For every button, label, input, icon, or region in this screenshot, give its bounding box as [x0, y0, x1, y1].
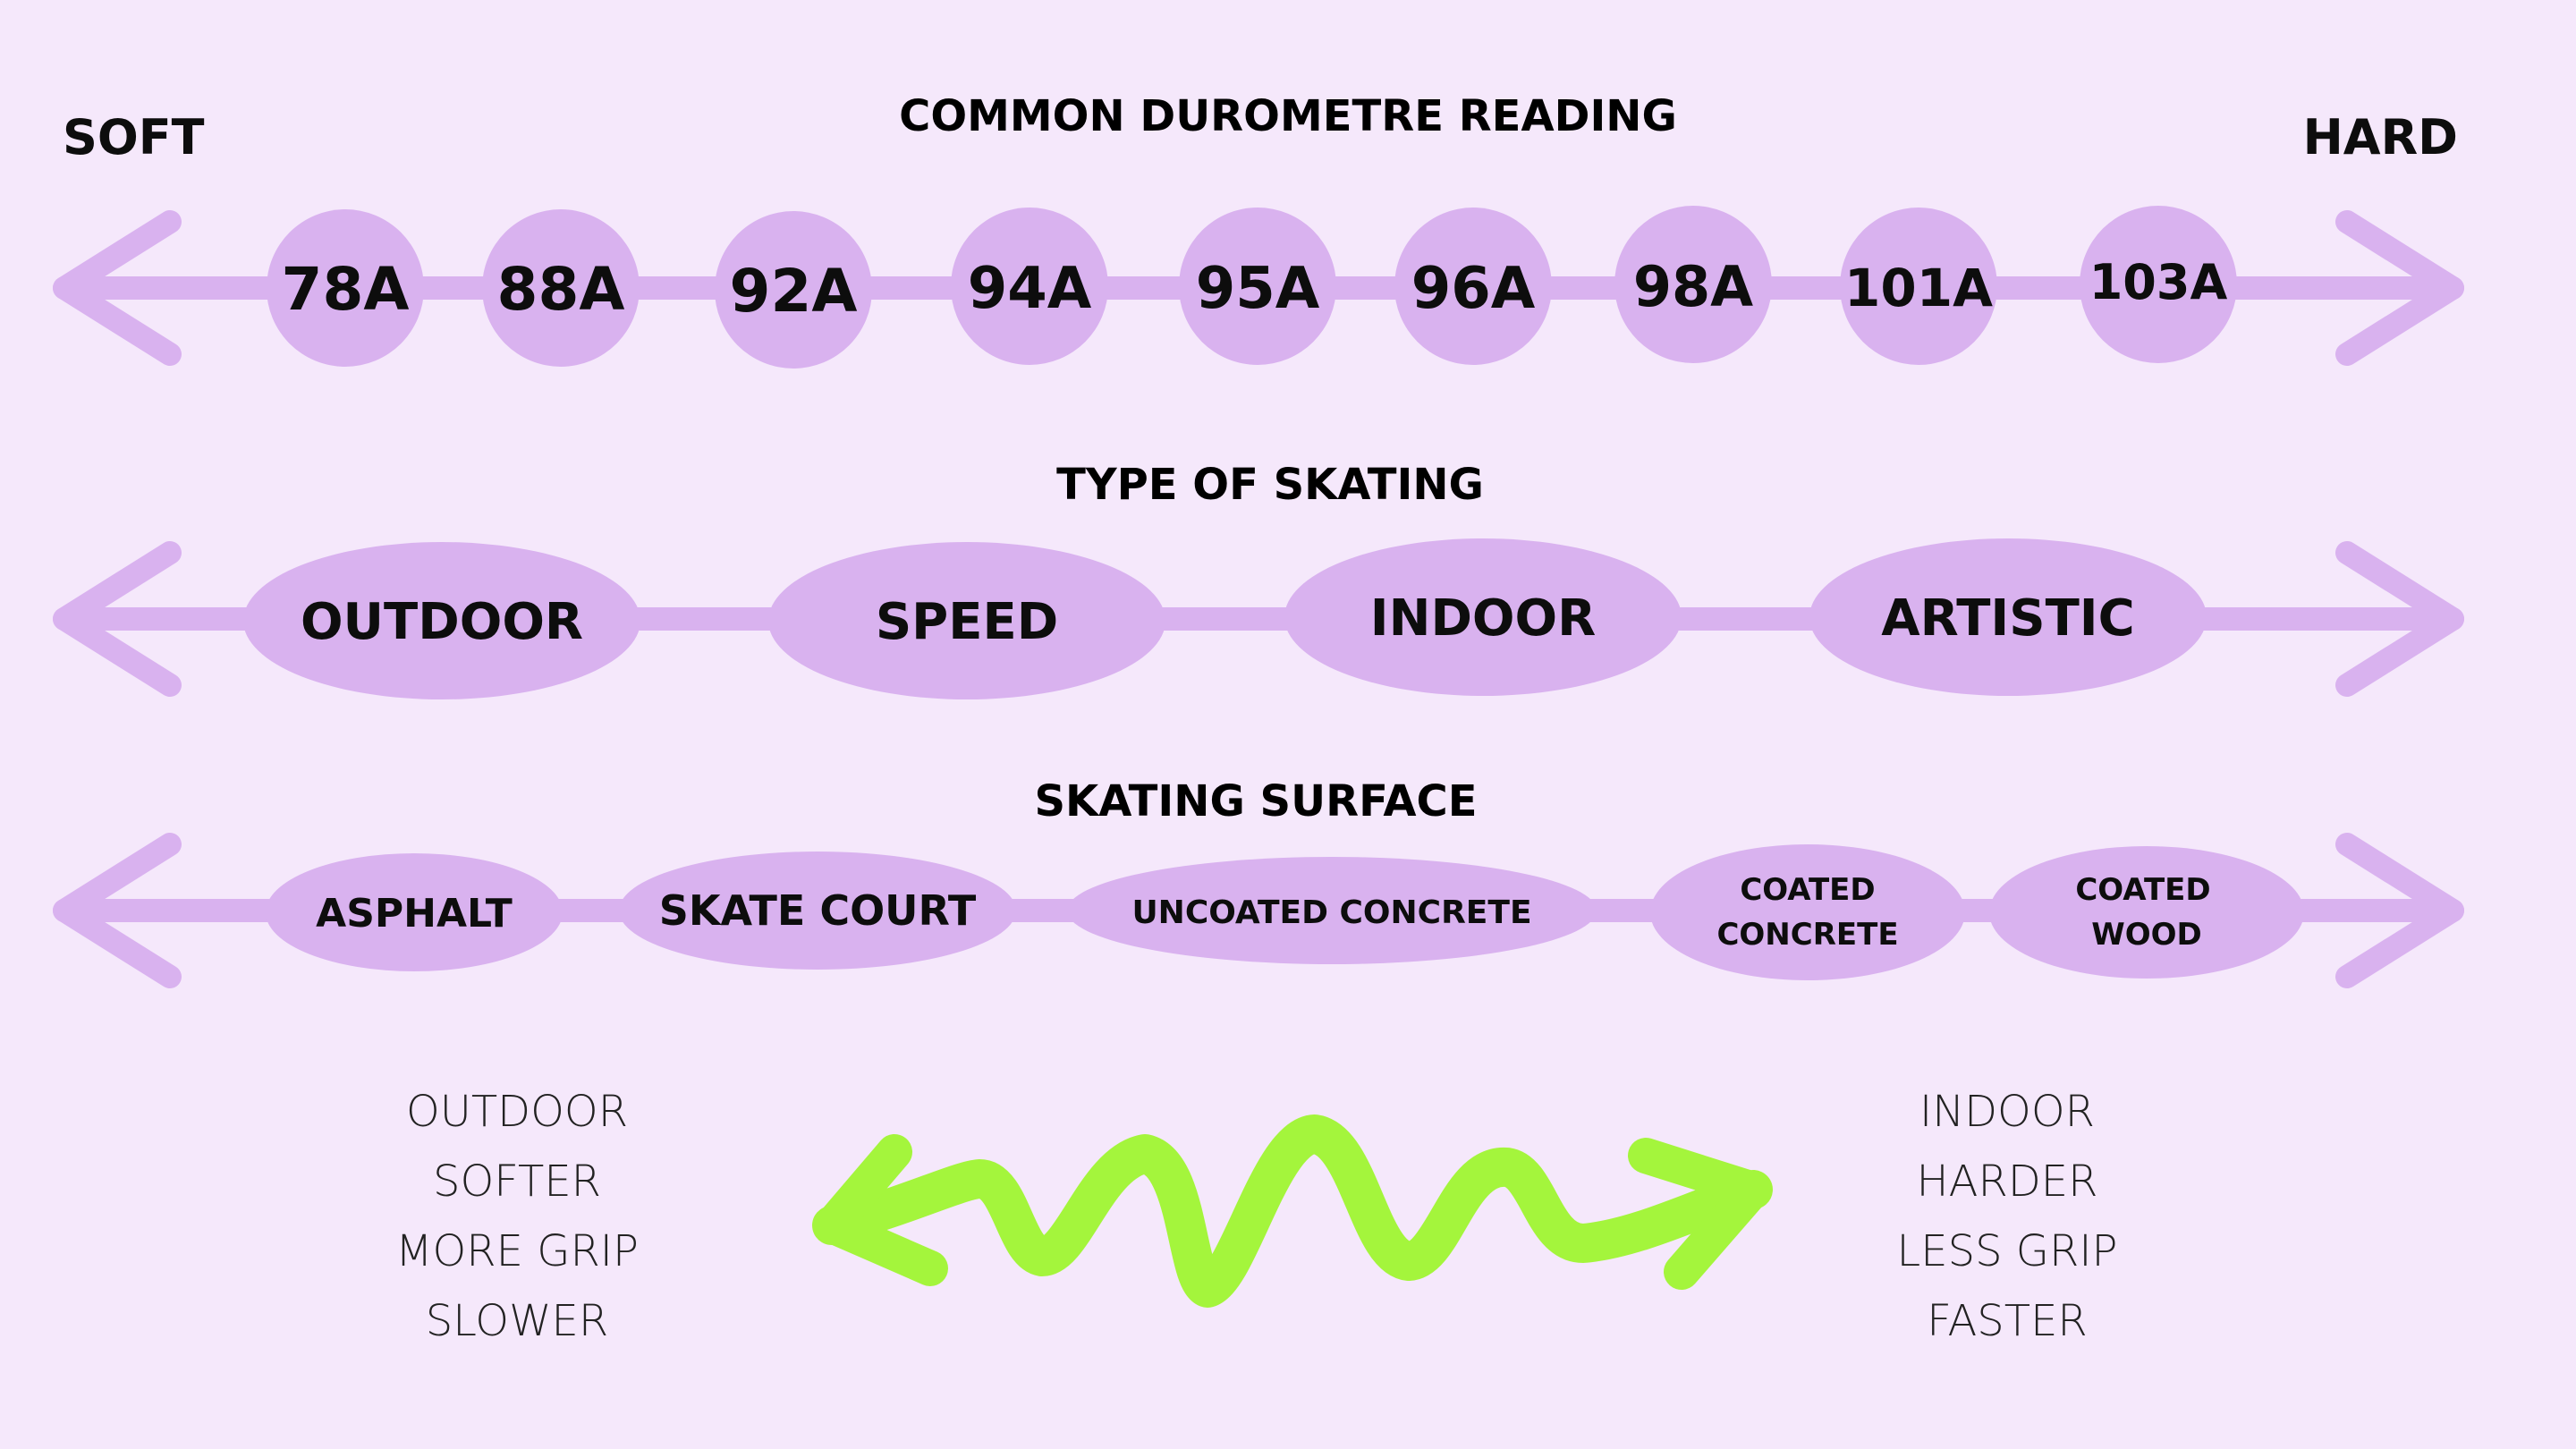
- surface-coated-concrete-line1: COATED: [1740, 872, 1875, 908]
- surface-uncoated-concrete: UNCOATED CONCRETE: [1131, 894, 1531, 931]
- durometer-row-title: COMMON DUROMETRE READING: [899, 91, 1677, 141]
- durometer-label-94a: 94A: [968, 256, 1092, 322]
- soft-label: SOFT: [63, 109, 205, 165]
- durometer-bubble-96a: [1394, 208, 1552, 365]
- durometer-label-101a: 101A: [1844, 258, 1993, 318]
- durometer-bubble-78a: [267, 209, 424, 367]
- surface-skate-court: SKATE COURT: [659, 886, 977, 935]
- hard-trait-3: LESS GRIP: [1896, 1226, 2118, 1276]
- durometer-label-98a: 98A: [1633, 254, 1753, 319]
- durometer-bubble-92a: [715, 211, 872, 369]
- skating-type-outdoor-bubble: [243, 542, 640, 699]
- hard-trait-2: HARDER: [1916, 1157, 2098, 1207]
- skating-type-speed-bubble: [768, 542, 1165, 699]
- surface-asphalt-bubble: [266, 853, 563, 971]
- soft-trait-2: SOFTER: [432, 1157, 601, 1207]
- durometer-bubble-88a: [482, 209, 640, 367]
- durometer-bubble-103a: [2080, 206, 2237, 363]
- surface-coated-concrete-bubble: [1650, 844, 1965, 980]
- durometer-label-95a: 95A: [1196, 256, 1320, 322]
- surface-uncoated-concrete-bubble: [1067, 857, 1597, 964]
- durometer-label-92a: 92A: [730, 257, 858, 326]
- durometer-label-88a: 88A: [497, 255, 625, 324]
- surface-coated-concrete-line2: CONCRETE: [1716, 917, 1898, 953]
- durometer-bubble-98a: [1614, 206, 1772, 363]
- hard-label: HARD: [2303, 109, 2458, 165]
- soft-characteristics-list: OUTDOOR SOFTER MORE GRIP SLOWER: [338, 1077, 696, 1356]
- skating-type-outdoor: OUTDOOR: [301, 593, 583, 651]
- squiggle-double-arrow: [812, 1114, 1773, 1308]
- surface-asphalt: ASPHALT: [316, 891, 513, 936]
- skating-type-indoor-bubble: [1284, 538, 1682, 696]
- hard-trait-4: FASTER: [1927, 1296, 2088, 1346]
- skating-type-artistic-bubble: [1809, 538, 2207, 696]
- surface-coated-wood-line2: WOOD: [2091, 917, 2202, 953]
- skating-type-speed: SPEED: [876, 593, 1058, 651]
- skating-type-row-title: TYPE OF SKATING: [1056, 460, 1484, 510]
- durometer-bubble-101a: [1840, 208, 1997, 365]
- skating-type-artistic: ARTISTIC: [1881, 589, 2134, 648]
- skating-type-indoor: INDOOR: [1370, 589, 1597, 648]
- surface-skate-court-bubble: [619, 852, 1016, 970]
- durometer-bubble-95a: [1179, 208, 1336, 365]
- surface-coated-wood-line1: COATED: [2075, 872, 2210, 908]
- durometer-bubble-94a: [951, 208, 1108, 365]
- hard-trait-1: INDOOR: [1919, 1087, 2095, 1137]
- hard-characteristics-list: INDOOR HARDER LESS GRIP FASTER: [1828, 1077, 2186, 1356]
- soft-trait-1: OUTDOOR: [405, 1087, 629, 1137]
- durometer-label-96a: 96A: [1411, 256, 1536, 322]
- durometer-label-78a: 78A: [282, 255, 410, 324]
- surface-coated-wood-bubble: [1989, 846, 2304, 979]
- skating-surface-row-title: SKATING SURFACE: [1034, 776, 1477, 826]
- soft-trait-3: MORE GRIP: [395, 1226, 639, 1276]
- durometer-label-103a: 103A: [2089, 254, 2228, 310]
- soft-trait-4: SLOWER: [425, 1296, 609, 1346]
